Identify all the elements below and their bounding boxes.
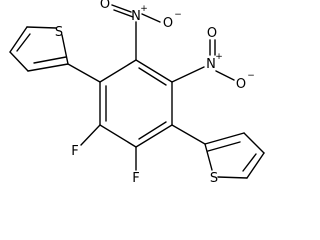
substituent-bonds (67, 21, 206, 171)
thiophene-bottom (204, 132, 265, 179)
charge-plus-right: + (215, 52, 223, 62)
charge-plus-top: + (140, 4, 148, 14)
oxygen-label-right-bottom: O (236, 77, 246, 92)
sulfur-label-bottom: S (210, 171, 218, 186)
oxygen-label-top-left: O (100, 0, 110, 12)
oxygen-label-right-top: O (207, 26, 217, 41)
nitro-group-top (111, 4, 161, 23)
fluorine-label-left: F (71, 144, 78, 159)
benzene-ring (99, 59, 173, 148)
oxygen-label-top-right: O (163, 16, 173, 31)
nitrogen-label-right: N (206, 57, 216, 72)
charge-minus-right: − (247, 71, 255, 81)
fluorine-label-right: F (132, 171, 139, 186)
charge-minus-top: − (174, 10, 182, 20)
nitro-group-right (209, 39, 235, 81)
thiophene-top (9, 26, 69, 72)
sulfur-label-top: S (55, 25, 63, 40)
molecule-structure: S S F F N + O O − N + O O − (9, 0, 265, 186)
nitrogen-label-top: N (131, 9, 141, 24)
